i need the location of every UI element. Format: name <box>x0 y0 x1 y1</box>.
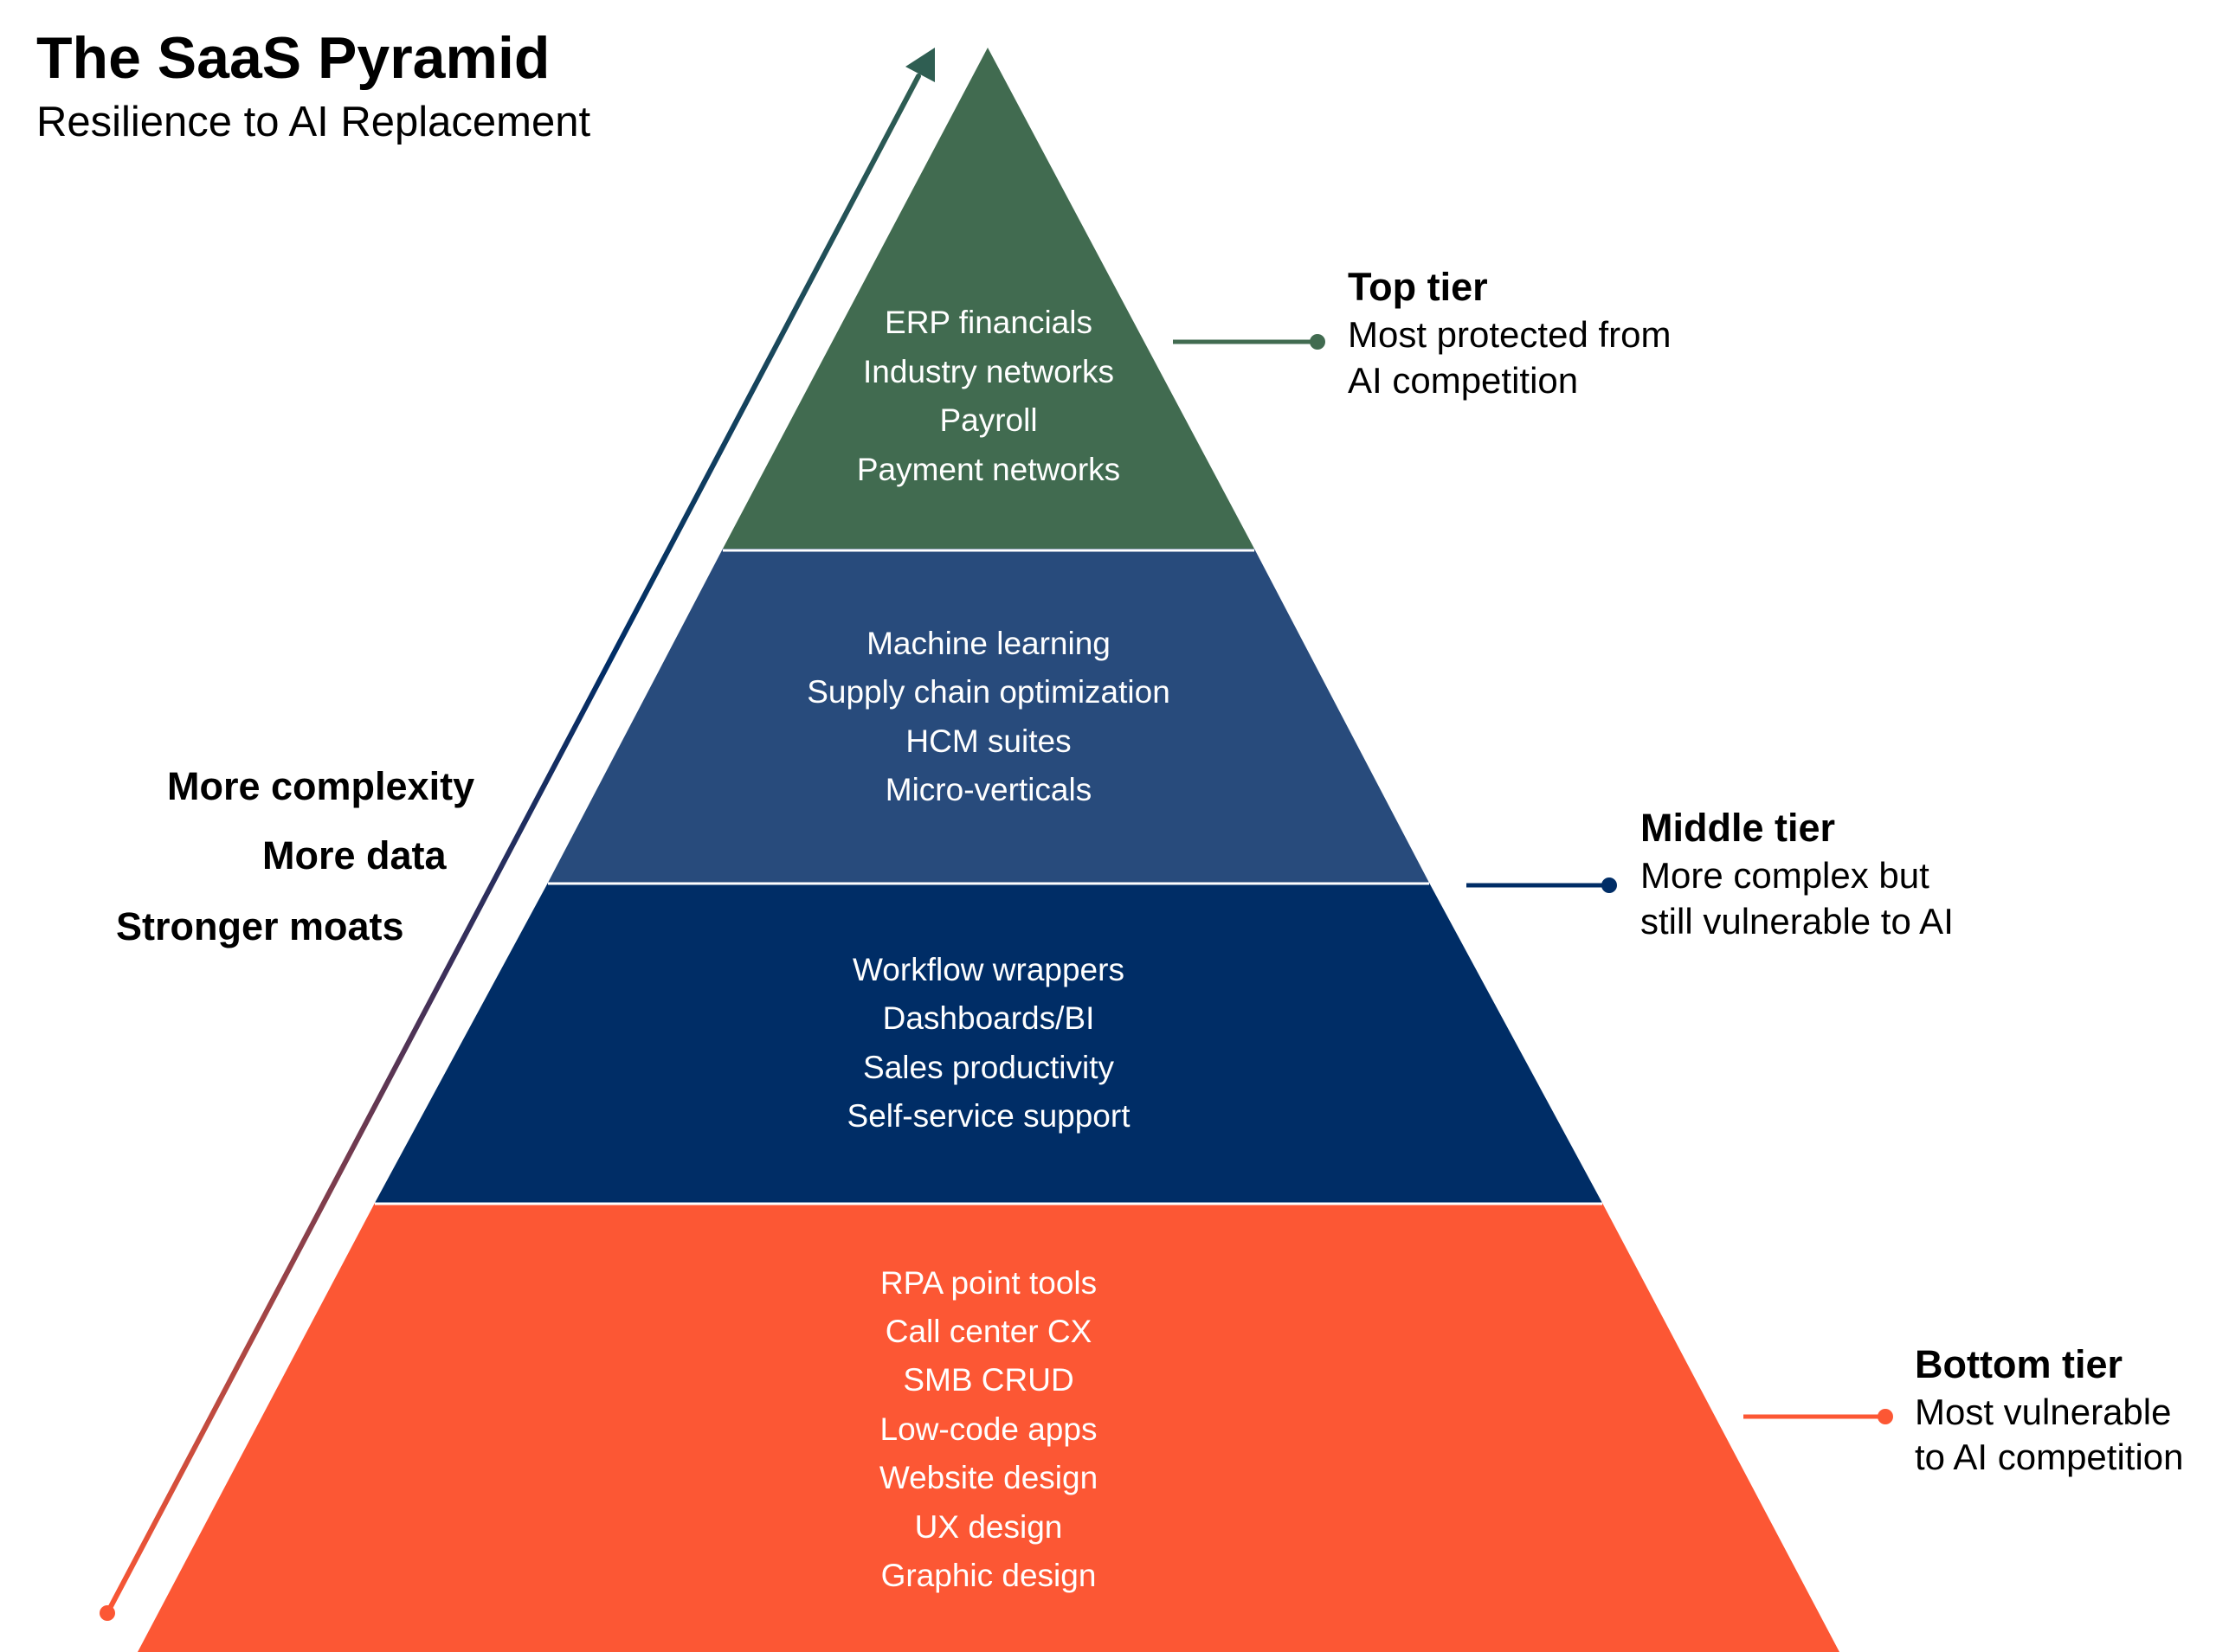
callout-dot-bottom <box>1878 1409 1893 1424</box>
arrow-label-complexity: More complexity <box>167 764 474 808</box>
tier-item: Supply chain optimization <box>807 674 1170 710</box>
tier-item: Machine learning <box>866 626 1111 661</box>
page-subtitle: Resilience to AI Replacement <box>36 99 590 145</box>
tier-item: SMB CRUD <box>903 1362 1073 1398</box>
tier-item: Graphic design <box>881 1558 1097 1593</box>
tier-top-band <box>723 48 1254 549</box>
callout-line: More complex but <box>1640 855 1929 896</box>
callout-line: to AI competition <box>1915 1437 2184 1477</box>
callout-heading-middle: Middle tier <box>1640 806 1835 850</box>
resilience-arrow-shaft <box>105 74 921 1616</box>
tier-item: Industry networks <box>863 354 1114 389</box>
callout-line: Most protected from <box>1348 314 1671 355</box>
tier-item: Payroll <box>939 402 1037 438</box>
callout-dot-middle <box>1601 877 1617 893</box>
callout-line: AI competition <box>1348 360 1578 401</box>
callout-line: still vulnerable to AI <box>1640 901 1954 942</box>
callout-line: Most vulnerable <box>1915 1392 2171 1432</box>
tier-item: ERP financials <box>885 305 1092 340</box>
tier-upper-middle-band <box>548 549 1429 883</box>
arrow-label-data: More data <box>262 833 448 877</box>
callout-heading-top: Top tier <box>1348 265 1488 309</box>
tier-item: Low-code apps <box>880 1411 1098 1447</box>
arrow-label-moats: Stronger moats <box>116 904 404 948</box>
page-title: The SaaS Pyramid <box>36 25 550 91</box>
tier-item: Dashboards/BI <box>883 1000 1095 1036</box>
tier-bottom-band <box>138 1203 1839 1652</box>
callout-dot-top <box>1310 334 1325 350</box>
resilience-arrow-head <box>905 48 935 82</box>
tier-item: Workflow wrappers <box>853 952 1124 987</box>
tier-lower-middle-band <box>375 883 1602 1203</box>
tier-item: Website design <box>879 1460 1098 1495</box>
tier-item: RPA point tools <box>880 1265 1097 1301</box>
tier-item: Sales productivity <box>863 1050 1114 1085</box>
tier-item: UX design <box>915 1509 1063 1545</box>
tier-item: Call center CX <box>886 1314 1092 1349</box>
tier-item: Self-service support <box>847 1098 1131 1134</box>
callout-heading-bottom: Bottom tier <box>1915 1342 2123 1386</box>
tier-item: Payment networks <box>857 452 1120 487</box>
resilience-arrow-start-dot <box>100 1605 115 1621</box>
tier-item: HCM suites <box>905 723 1071 759</box>
tier-item: Micro-verticals <box>886 772 1092 807</box>
